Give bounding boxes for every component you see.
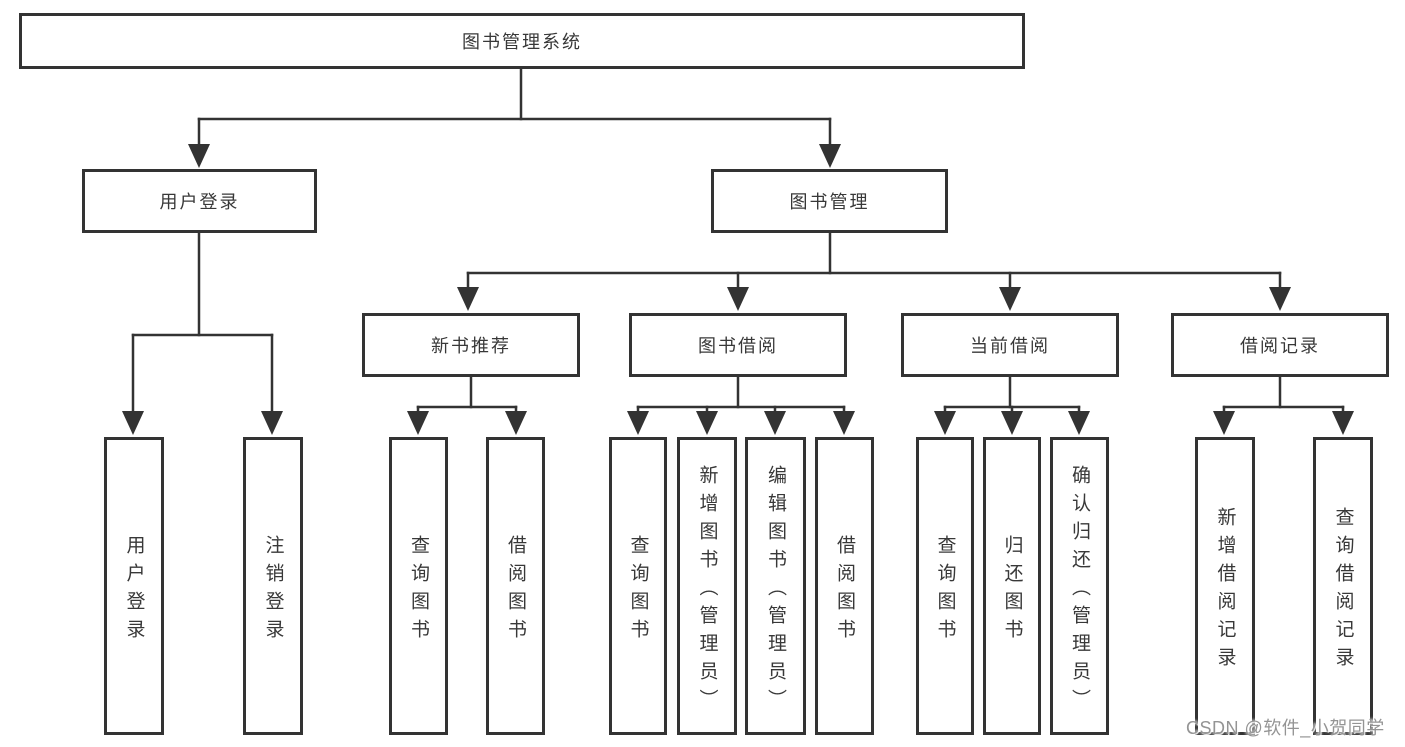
node-label: 用户登录 — [123, 534, 145, 647]
node-book-borrowing: 图书借阅 — [629, 313, 847, 377]
node-label: 归还图书 — [1001, 534, 1023, 647]
leaf-logout: 注销登录 — [243, 437, 303, 735]
leaf-query-books-borrowing: 查询图书 — [609, 437, 667, 735]
node-user-login: 用户登录 — [82, 169, 317, 233]
node-label: 编辑图书（管理员） — [765, 464, 786, 717]
leaf-edit-book-admin: 编辑图书（管理员） — [745, 437, 806, 735]
node-label: 查询图书 — [627, 534, 649, 647]
node-label: 图书管理系统 — [462, 32, 582, 52]
node-label: 借阅图书 — [505, 534, 526, 647]
leaf-query-books-recommend: 查询图书 — [389, 437, 448, 735]
node-current-borrowing: 当前借阅 — [901, 313, 1119, 377]
node-book-management: 图书管理 — [711, 169, 948, 233]
node-borrowing-records: 借阅记录 — [1171, 313, 1389, 377]
node-label: 新书推荐 — [431, 336, 511, 356]
node-label: 当前借阅 — [970, 336, 1050, 356]
node-label: 图书管理 — [789, 192, 870, 212]
leaf-add-book-admin: 新增图书（管理员） — [677, 437, 737, 735]
node-label: 借阅记录 — [1240, 336, 1320, 356]
leaf-borrow-books-recommend: 借阅图书 — [486, 437, 545, 735]
leaf-query-borrow-record: 查询借阅记录 — [1313, 437, 1373, 735]
node-label: 查询借阅记录 — [1332, 506, 1354, 675]
leaf-user-login: 用户登录 — [104, 437, 164, 735]
node-label: 用户登录 — [159, 192, 240, 212]
leaf-add-borrow-record: 新增借阅记录 — [1195, 437, 1255, 735]
node-label: 新增图书（管理员） — [696, 464, 718, 717]
node-new-book-recommendation: 新书推荐 — [362, 313, 580, 377]
node-library-management-system: 图书管理系统 — [19, 13, 1025, 69]
node-label: 注销登录 — [262, 534, 284, 647]
csdn-watermark: CSDN @软件_小贺同学 — [1186, 718, 1385, 738]
node-label: 查询图书 — [934, 534, 956, 647]
node-label: 图书借阅 — [698, 336, 778, 356]
node-label: 确认归还（管理员） — [1069, 464, 1090, 717]
leaf-return-book: 归还图书 — [983, 437, 1041, 735]
leaf-query-books-current: 查询图书 — [916, 437, 974, 735]
leaf-confirm-return-admin: 确认归还（管理员） — [1050, 437, 1109, 735]
node-label: 新增借阅记录 — [1214, 506, 1236, 675]
node-label: 借阅图书 — [834, 534, 855, 647]
node-label: 查询图书 — [408, 534, 429, 647]
leaf-borrow-books-borrowing: 借阅图书 — [815, 437, 874, 735]
